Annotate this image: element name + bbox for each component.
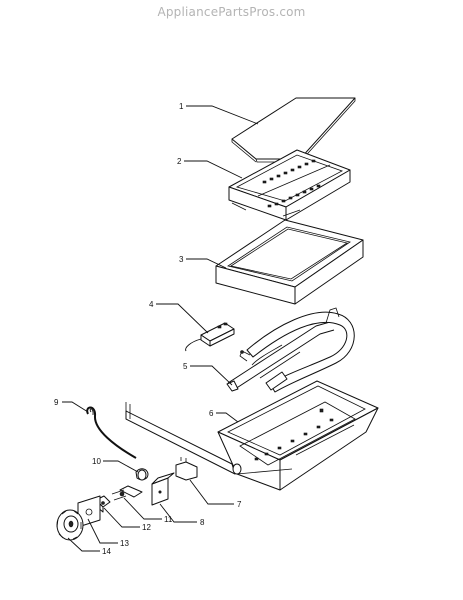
callout-12: 12 — [142, 523, 151, 532]
watermark: AppliancePartsPros.com — [157, 5, 306, 19]
leader-lines — [62, 105, 259, 552]
callout-13: 13 — [120, 539, 129, 548]
callout-8: 8 — [200, 518, 205, 527]
callout-1: 1 — [179, 102, 184, 111]
callout-labels: 1 2 3 4 5 6 7 8 9 10 11 12 13 14 — [54, 102, 242, 556]
burner-icon — [226, 307, 355, 393]
callout-11: 11 — [164, 515, 173, 524]
callout-6: 6 — [209, 409, 214, 418]
callout-9: 9 — [54, 398, 59, 407]
callout-4: 4 — [149, 300, 154, 309]
burner-box-icon — [217, 380, 379, 491]
callout-3: 3 — [179, 255, 184, 264]
rock-grate-icon — [228, 149, 351, 221]
drip-pan-icon — [215, 219, 364, 305]
callout-10: 10 — [92, 457, 101, 466]
callout-2: 2 — [177, 157, 182, 166]
fitting-icon — [111, 485, 143, 501]
callout-14: 14 — [102, 547, 111, 556]
valve-icon — [125, 402, 242, 481]
orifice-icon — [135, 468, 149, 481]
igniter-icon — [185, 322, 235, 352]
callout-7: 7 — [237, 500, 242, 509]
knob-icon — [56, 509, 84, 541]
bracket-icon — [151, 472, 175, 506]
wire-icon — [86, 406, 137, 459]
callout-5: 5 — [183, 362, 188, 371]
